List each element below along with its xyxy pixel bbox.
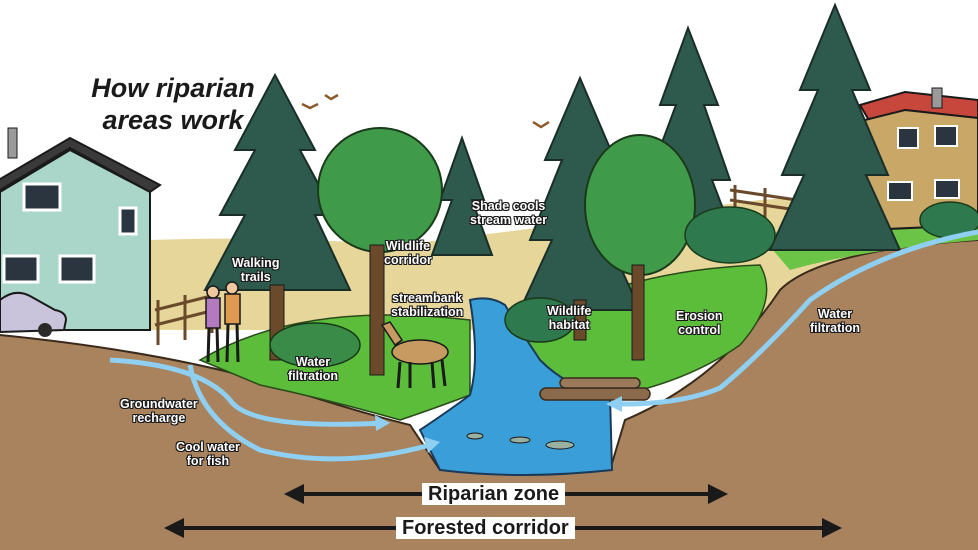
forested-arrowhead-left [164, 518, 184, 538]
label-line: stabilization [391, 305, 464, 319]
label-line: streambank [392, 291, 463, 305]
flow-arrow-left-lower [187, 364, 431, 462]
label-line: trails [240, 270, 271, 284]
log [559, 377, 641, 389]
broadleaf-tree [317, 127, 443, 253]
house-right-window [897, 127, 919, 149]
label-line: recharge [132, 411, 186, 425]
label-line: Water [817, 307, 853, 321]
fish [545, 440, 575, 450]
flow-arrowhead [424, 437, 440, 453]
label-line: stream water [470, 213, 548, 227]
label-wildlife-habitat: Wildlife habitat [547, 304, 591, 332]
conifer-tree [768, 2, 902, 251]
flow-arrowhead [606, 396, 622, 412]
label-line: Wildlife [385, 239, 431, 253]
car-wheel [38, 323, 52, 337]
car [0, 291, 68, 334]
forested-arrowhead-right [822, 518, 842, 538]
walking-people [205, 281, 241, 363]
tree-trunk [631, 264, 645, 361]
bird [324, 93, 339, 101]
title-line-1: How riparian [91, 73, 255, 103]
label-line: Wildlife [547, 304, 592, 318]
tree-trunk [369, 244, 385, 376]
shrub [269, 322, 361, 368]
bird [532, 120, 550, 129]
house-left-window [118, 206, 138, 236]
label-cool-water: Cool water for fish [176, 440, 240, 468]
bird [301, 102, 319, 110]
label-line: Cool water [176, 440, 240, 454]
label-line: Shade cools [471, 199, 546, 213]
house-left-chimney [7, 127, 18, 159]
broadleaf-tree [584, 134, 696, 276]
label-line: Walking [232, 256, 280, 270]
label-streambank-stabilization: streambank stabilization [391, 291, 463, 319]
label-line: habitat [548, 318, 590, 332]
label-line: for fish [186, 454, 230, 468]
fish [509, 436, 531, 444]
title-line-2: areas work [102, 105, 244, 135]
label-water-filtration-right: Water filtration [810, 307, 860, 335]
label-erosion-control: Erosion control [676, 309, 723, 337]
shrub [684, 206, 776, 264]
left-bank-grass [198, 314, 471, 421]
diagram-title: How riparian areas work [78, 72, 268, 136]
deer [380, 321, 449, 389]
soil-cross-section [0, 240, 978, 550]
label-line: Water [295, 355, 331, 369]
riparian-arrowhead-right [708, 484, 728, 504]
fence-left [154, 288, 216, 345]
flow-arrow-left-upper [109, 357, 386, 427]
label-wildlife-corridor: Wildlife corridor [384, 239, 432, 267]
fish [466, 432, 484, 440]
flow-arrowhead [375, 415, 390, 431]
forested-corridor-label: Forested corridor [396, 517, 575, 539]
log [539, 387, 651, 401]
house-right-window [934, 179, 960, 199]
label-water-filtration-left: Water filtration [288, 355, 338, 383]
label-line: filtration [288, 369, 338, 383]
fence [729, 185, 831, 228]
label-line: filtration [810, 321, 860, 335]
label-groundwater-recharge: Groundwater recharge [120, 397, 198, 425]
shrub [504, 297, 576, 343]
label-line: control [678, 323, 721, 337]
riparian-zone-label: Riparian zone [422, 483, 566, 505]
riparian-arrowhead-left [284, 484, 304, 504]
house-left-window [58, 254, 96, 284]
label-line: corridor [384, 253, 432, 267]
label-shade-cools: Shade cools stream water [470, 199, 547, 227]
house-right-chimney [931, 87, 943, 109]
house-right-window [887, 181, 913, 201]
label-walking-trails: Walking trails [232, 256, 279, 284]
house-right-window [934, 125, 958, 147]
label-line: Groundwater [120, 397, 198, 411]
house-left-window [22, 182, 62, 212]
label-line: Erosion [676, 309, 723, 323]
flow-arrow-right [614, 229, 978, 407]
house-left-window [2, 254, 40, 284]
